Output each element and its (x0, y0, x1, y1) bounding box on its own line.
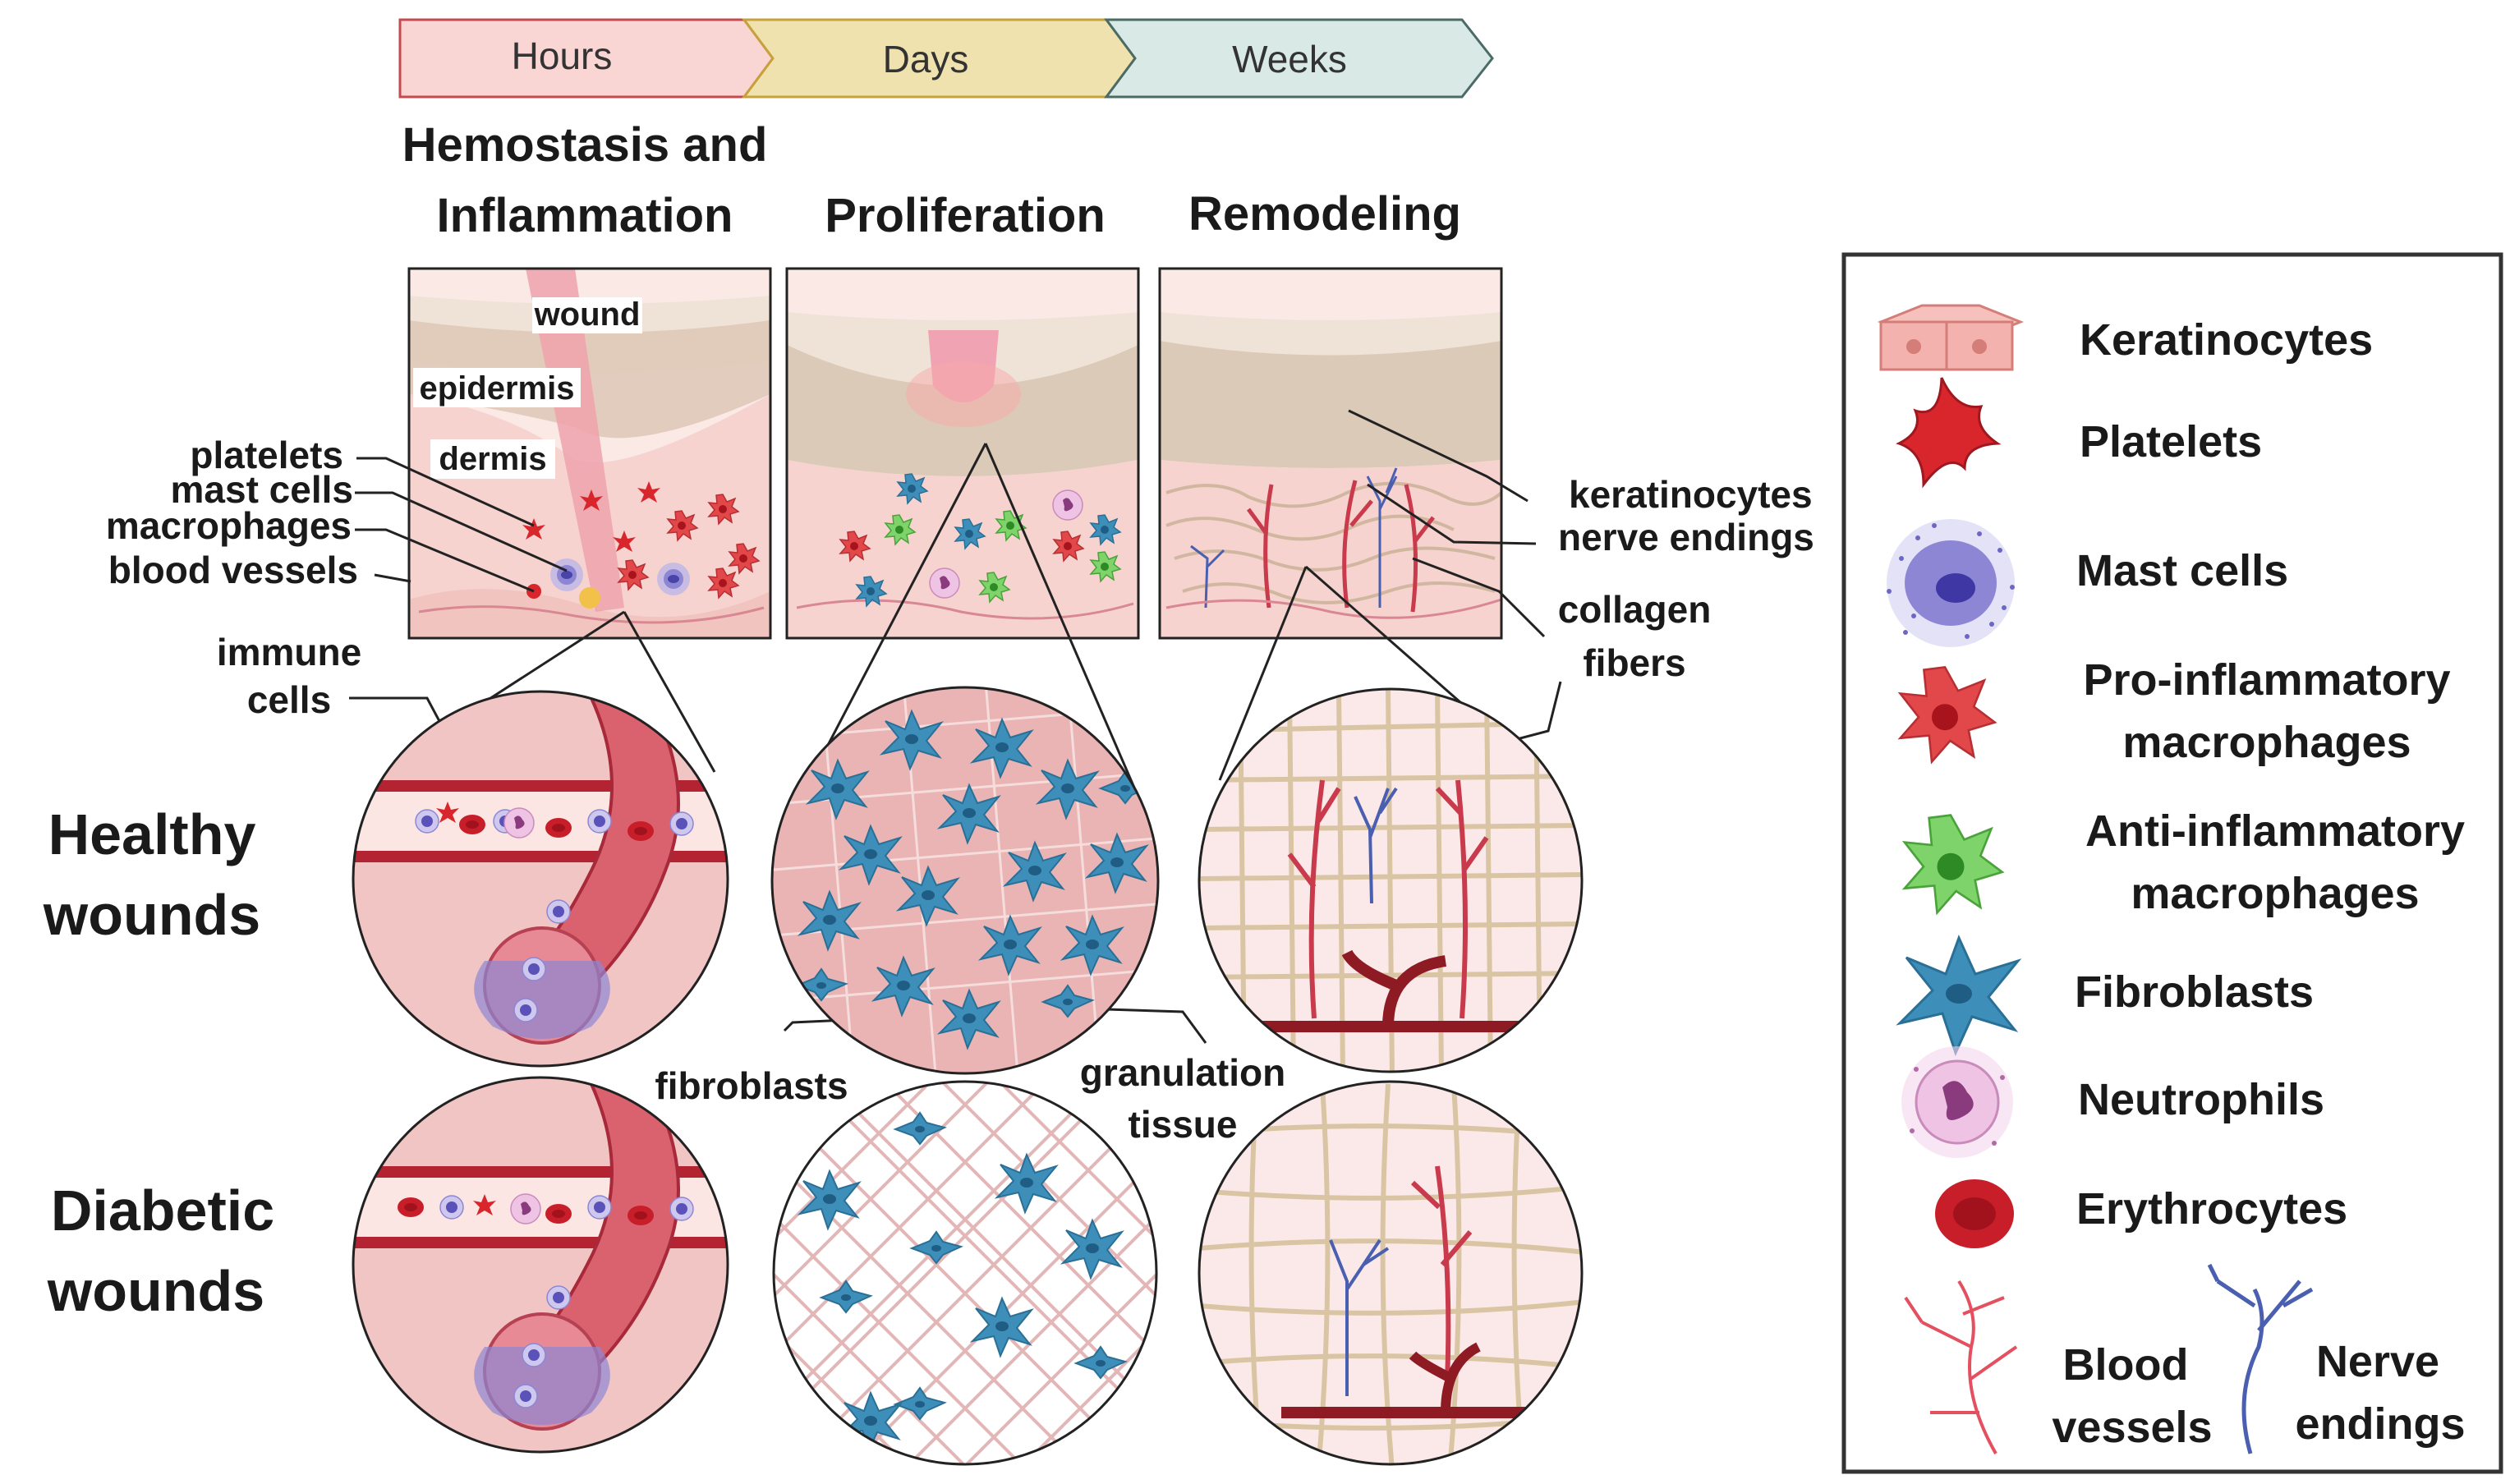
callout-mast-cells: mast cells (171, 468, 353, 511)
phase-title-proliferation: Proliferation (825, 189, 1106, 242)
callout-tissue: tissue (1129, 1103, 1238, 1146)
circle-diabetic-proliferation (772, 1080, 1158, 1466)
legend-anti-inflammatory-line1: Anti-inflammatory (2085, 806, 2465, 856)
panel-label-wound: wound (534, 296, 641, 333)
legend: Keratinocytes Platelets Mast cells Pro-i… (1841, 252, 2503, 1474)
timeline: Hours Days Weeks (398, 18, 1494, 99)
panel-label-epidermis: epidermis (420, 370, 575, 407)
pro-inflammatory-macrophage-icon (1897, 666, 1997, 765)
erythrocyte-icon (1935, 1179, 2014, 1248)
callout-blood-vessels: blood vessels (108, 549, 358, 591)
mast-cell-icon (1887, 519, 2015, 647)
row-label-healthy-1: Healthy (48, 802, 256, 866)
legend-nerve-line2: endings (2295, 1399, 2465, 1449)
legend-keratinocytes: Keratinocytes (2080, 315, 2373, 365)
callout-fibroblasts: fibroblasts (655, 1064, 848, 1107)
callout-collagen: collagen (1558, 588, 1712, 631)
callout-granulation: granulation (1080, 1051, 1285, 1094)
callout-labels: platelets mast cells macrophages blood v… (106, 434, 1814, 1146)
timeline-weeks-label: Weeks (1232, 38, 1347, 80)
legend-pro-inflammatory-line1: Pro-inflammatory (2083, 655, 2450, 705)
anti-inflammatory-macrophage-icon (1901, 814, 2005, 916)
legend-anti-inflammatory-line2: macrophages (2131, 869, 2419, 918)
legend-nerve-line1: Nerve (2316, 1337, 2439, 1386)
skin-panel-hemostasis: wound epidermis dermis (407, 267, 772, 640)
row-label-healthy-2: wounds (43, 883, 260, 947)
callout-nerve-endings: nerve endings (1558, 516, 1814, 558)
legend-erythrocytes: Erythrocytes (2076, 1184, 2347, 1234)
timeline-weeks-segment (1104, 18, 1494, 99)
circle-healthy-proliferation (770, 686, 1160, 1075)
skin-panel-remodeling (1158, 267, 1503, 640)
phase-title-hemostasis-line1: Hemostasis and (402, 118, 768, 172)
callout-fibers: fibers (1583, 641, 1685, 684)
legend-blood-line1: Blood (2063, 1340, 2189, 1390)
legend-fibroblasts: Fibroblasts (2075, 967, 2314, 1017)
circle-diabetic-hemostasis (352, 1076, 729, 1454)
timeline-hours-label: Hours (512, 34, 613, 77)
legend-neutrophils: Neutrophils (2078, 1075, 2324, 1124)
legend-mast-cells: Mast cells (2076, 546, 2288, 595)
row-labels: Healthy wounds Diabetic wounds (43, 802, 274, 1323)
row-label-diabetic-2: wounds (47, 1259, 264, 1323)
callout-cells: cells (247, 678, 331, 721)
callout-immune: immune (217, 631, 361, 673)
phase-titles: Hemostasis and Inflammation Proliferatio… (402, 118, 1461, 242)
callout-platelets: platelets (190, 434, 343, 476)
callout-macrophages: macrophages (106, 504, 352, 547)
phase-title-remodeling: Remodeling (1188, 187, 1461, 241)
neutrophil-icon (1901, 1046, 2013, 1158)
circle-diabetic-remodeling (1198, 1080, 1584, 1466)
platelet-icon (1896, 377, 2002, 489)
legend-blood-line2: vessels (2052, 1403, 2212, 1452)
timeline-days-label: Days (883, 38, 969, 80)
row-label-diabetic-1: Diabetic (51, 1178, 274, 1243)
skin-panel-proliferation (785, 267, 1140, 640)
nerve-ending-icon (2207, 1263, 2314, 1454)
keratinocyte-icon (1877, 304, 2025, 371)
callout-keratinocytes: keratinocytes (1569, 473, 1813, 516)
phase-title-hemostasis-line2: Inflammation (437, 189, 733, 242)
circle-healthy-hemostasis (352, 690, 729, 1068)
panel-label-dermis: dermis (439, 441, 546, 477)
legend-pro-inflammatory-line2: macrophages (2122, 718, 2411, 767)
blood-vessel-icon (1904, 1280, 2018, 1454)
leader-lines (349, 409, 1562, 1044)
legend-platelets: Platelets (2080, 417, 2262, 466)
circle-healthy-remodeling (1198, 687, 1584, 1073)
